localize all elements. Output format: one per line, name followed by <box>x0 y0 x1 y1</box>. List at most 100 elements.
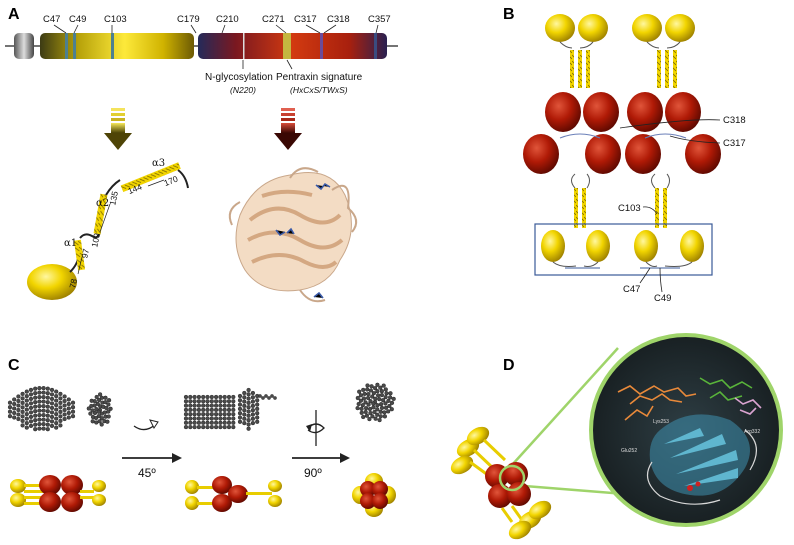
bead <box>209 407 214 412</box>
bead <box>24 412 29 417</box>
bead <box>273 396 277 400</box>
bead <box>183 420 189 425</box>
bead <box>58 418 63 423</box>
bead <box>96 397 102 403</box>
bead <box>24 425 29 430</box>
bead <box>255 402 260 407</box>
bead <box>37 390 42 395</box>
bead <box>196 416 201 421</box>
bead <box>205 416 210 421</box>
bead <box>41 395 46 400</box>
bead <box>49 423 55 428</box>
bead <box>41 426 46 431</box>
bead <box>371 405 376 410</box>
label-c210: C210 <box>216 14 239 25</box>
bead <box>37 413 42 418</box>
bead <box>33 409 38 414</box>
bead <box>192 407 197 412</box>
bead <box>188 412 193 417</box>
bead <box>370 414 375 419</box>
bead <box>20 418 25 423</box>
bead <box>20 400 25 405</box>
domain-bar <box>5 33 398 59</box>
bead <box>86 406 91 411</box>
n-terminal-model: α1 α2 α3 78 97 109 135 144 170 <box>27 158 189 300</box>
bead <box>205 420 210 425</box>
bead <box>364 413 369 418</box>
bead <box>231 416 236 421</box>
bead <box>183 403 189 408</box>
bead <box>41 422 46 427</box>
bead <box>388 395 393 400</box>
bead <box>205 403 210 408</box>
bead <box>231 412 236 417</box>
bead <box>41 399 46 404</box>
bead <box>367 417 372 422</box>
bead <box>358 393 363 398</box>
bead <box>246 387 251 393</box>
bead <box>188 416 193 421</box>
bead <box>28 410 34 415</box>
bead <box>28 396 34 401</box>
pentraxin-signature-marker <box>283 33 291 59</box>
bead <box>214 416 219 421</box>
bead <box>383 401 388 406</box>
bead <box>45 427 50 432</box>
bead <box>28 401 34 406</box>
label-c271: C271 <box>262 14 285 25</box>
bead <box>103 395 108 400</box>
panel-b: B <box>503 6 746 304</box>
bead <box>37 395 42 400</box>
panel-c-label: C <box>8 357 20 374</box>
bead <box>90 408 95 413</box>
bead <box>389 407 394 412</box>
bead <box>250 408 255 413</box>
bead <box>222 420 227 425</box>
bead <box>33 391 38 396</box>
bead <box>371 391 376 396</box>
bead <box>246 413 251 418</box>
bead <box>362 391 367 396</box>
bead <box>231 403 236 408</box>
bead <box>231 394 236 400</box>
bead <box>222 399 227 404</box>
label-c103: C103 <box>104 14 127 25</box>
bead <box>20 414 25 419</box>
bead <box>105 419 110 424</box>
glycosylation-site-marker <box>243 33 245 59</box>
bead <box>183 399 189 404</box>
bead <box>196 403 201 408</box>
panel-a: A C47 C49 C103 C179 C210 <box>5 6 398 303</box>
bead <box>58 414 63 419</box>
bead <box>222 394 227 400</box>
bead <box>378 385 383 390</box>
pentraxin-domain <box>198 33 387 59</box>
bead <box>89 403 94 409</box>
bead <box>54 421 59 426</box>
helix-alpha1 <box>73 239 86 271</box>
helix-alpha2 <box>93 193 108 235</box>
bead <box>226 407 232 412</box>
bead <box>41 408 46 413</box>
bead <box>209 403 214 408</box>
bead <box>24 421 29 426</box>
bead <box>201 407 206 412</box>
bead <box>106 402 111 407</box>
upper-pentraxin-domains <box>545 92 701 132</box>
bead <box>205 399 210 404</box>
bead <box>242 399 247 404</box>
bead <box>218 412 223 417</box>
bead <box>365 383 370 388</box>
bead <box>209 394 214 400</box>
bead <box>70 409 76 414</box>
bead <box>255 411 260 416</box>
bead <box>214 425 219 430</box>
bead <box>106 409 111 414</box>
bead <box>7 409 13 414</box>
bead <box>237 393 243 399</box>
bead <box>192 425 197 430</box>
bead <box>192 403 197 408</box>
bead <box>28 392 34 397</box>
globular-head <box>27 264 77 300</box>
